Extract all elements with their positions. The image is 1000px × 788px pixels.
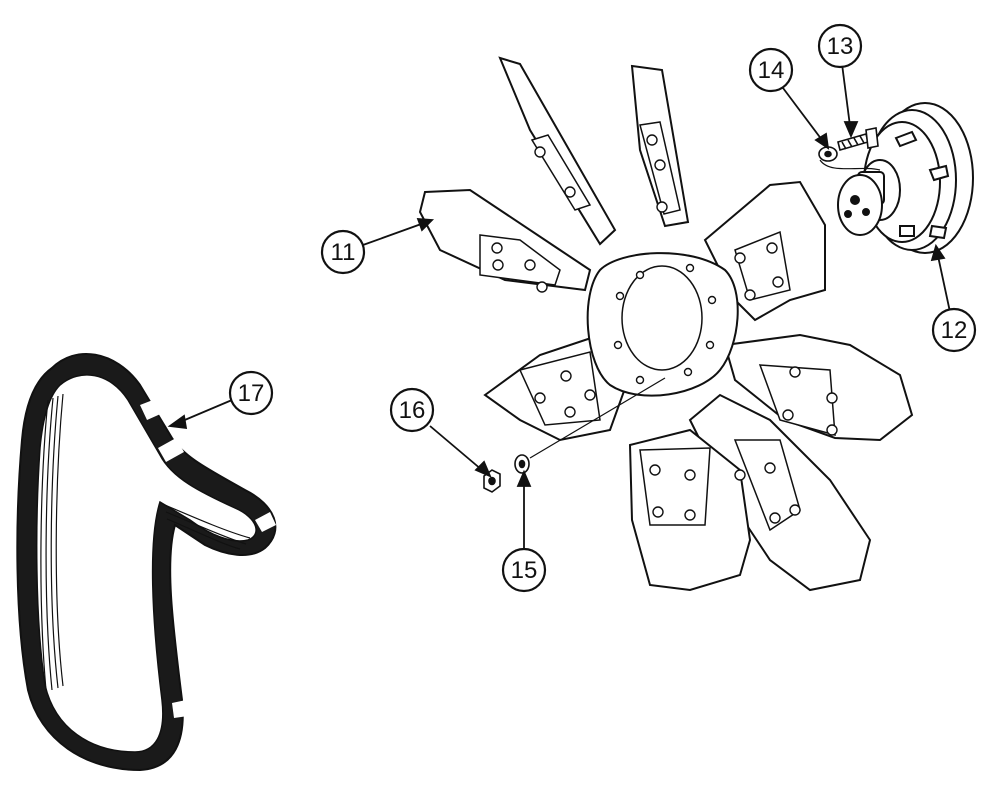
callout-label: 12: [941, 317, 968, 344]
nut: [818, 146, 838, 162]
assembly-line: [819, 159, 881, 171]
assembly-line: [529, 377, 666, 459]
fan: [418, 56, 914, 592]
callout-17: 17: [228, 370, 274, 416]
callout-label: 13: [827, 33, 854, 60]
callout-label: 16: [399, 397, 426, 424]
callout-circle: [931, 307, 977, 353]
callout-12: 12: [931, 307, 977, 353]
washer: [514, 454, 530, 474]
leader-lines: [167, 63, 951, 550]
callout-11: 11: [320, 229, 366, 275]
callout-label: 11: [331, 239, 356, 266]
callout-13: 13: [817, 23, 863, 69]
bolt: [837, 127, 879, 151]
fan-rivets: [491, 134, 838, 524]
callout-circle: [748, 47, 794, 93]
callout-15: 15: [501, 547, 547, 593]
callout-label: 17: [238, 380, 265, 407]
callout-16: 16: [389, 387, 435, 433]
fan-clutch-pulley: [837, 102, 974, 254]
callout-label: 15: [511, 557, 538, 584]
callout-label: 14: [758, 57, 785, 84]
callout-circle: [320, 229, 366, 275]
callout-circle: [389, 387, 435, 433]
drive-belt: [16, 353, 277, 772]
callout-circle: [501, 547, 547, 593]
callout-14: 14: [748, 47, 794, 93]
callout-circle: [817, 23, 863, 69]
callout-circle: [228, 370, 274, 416]
